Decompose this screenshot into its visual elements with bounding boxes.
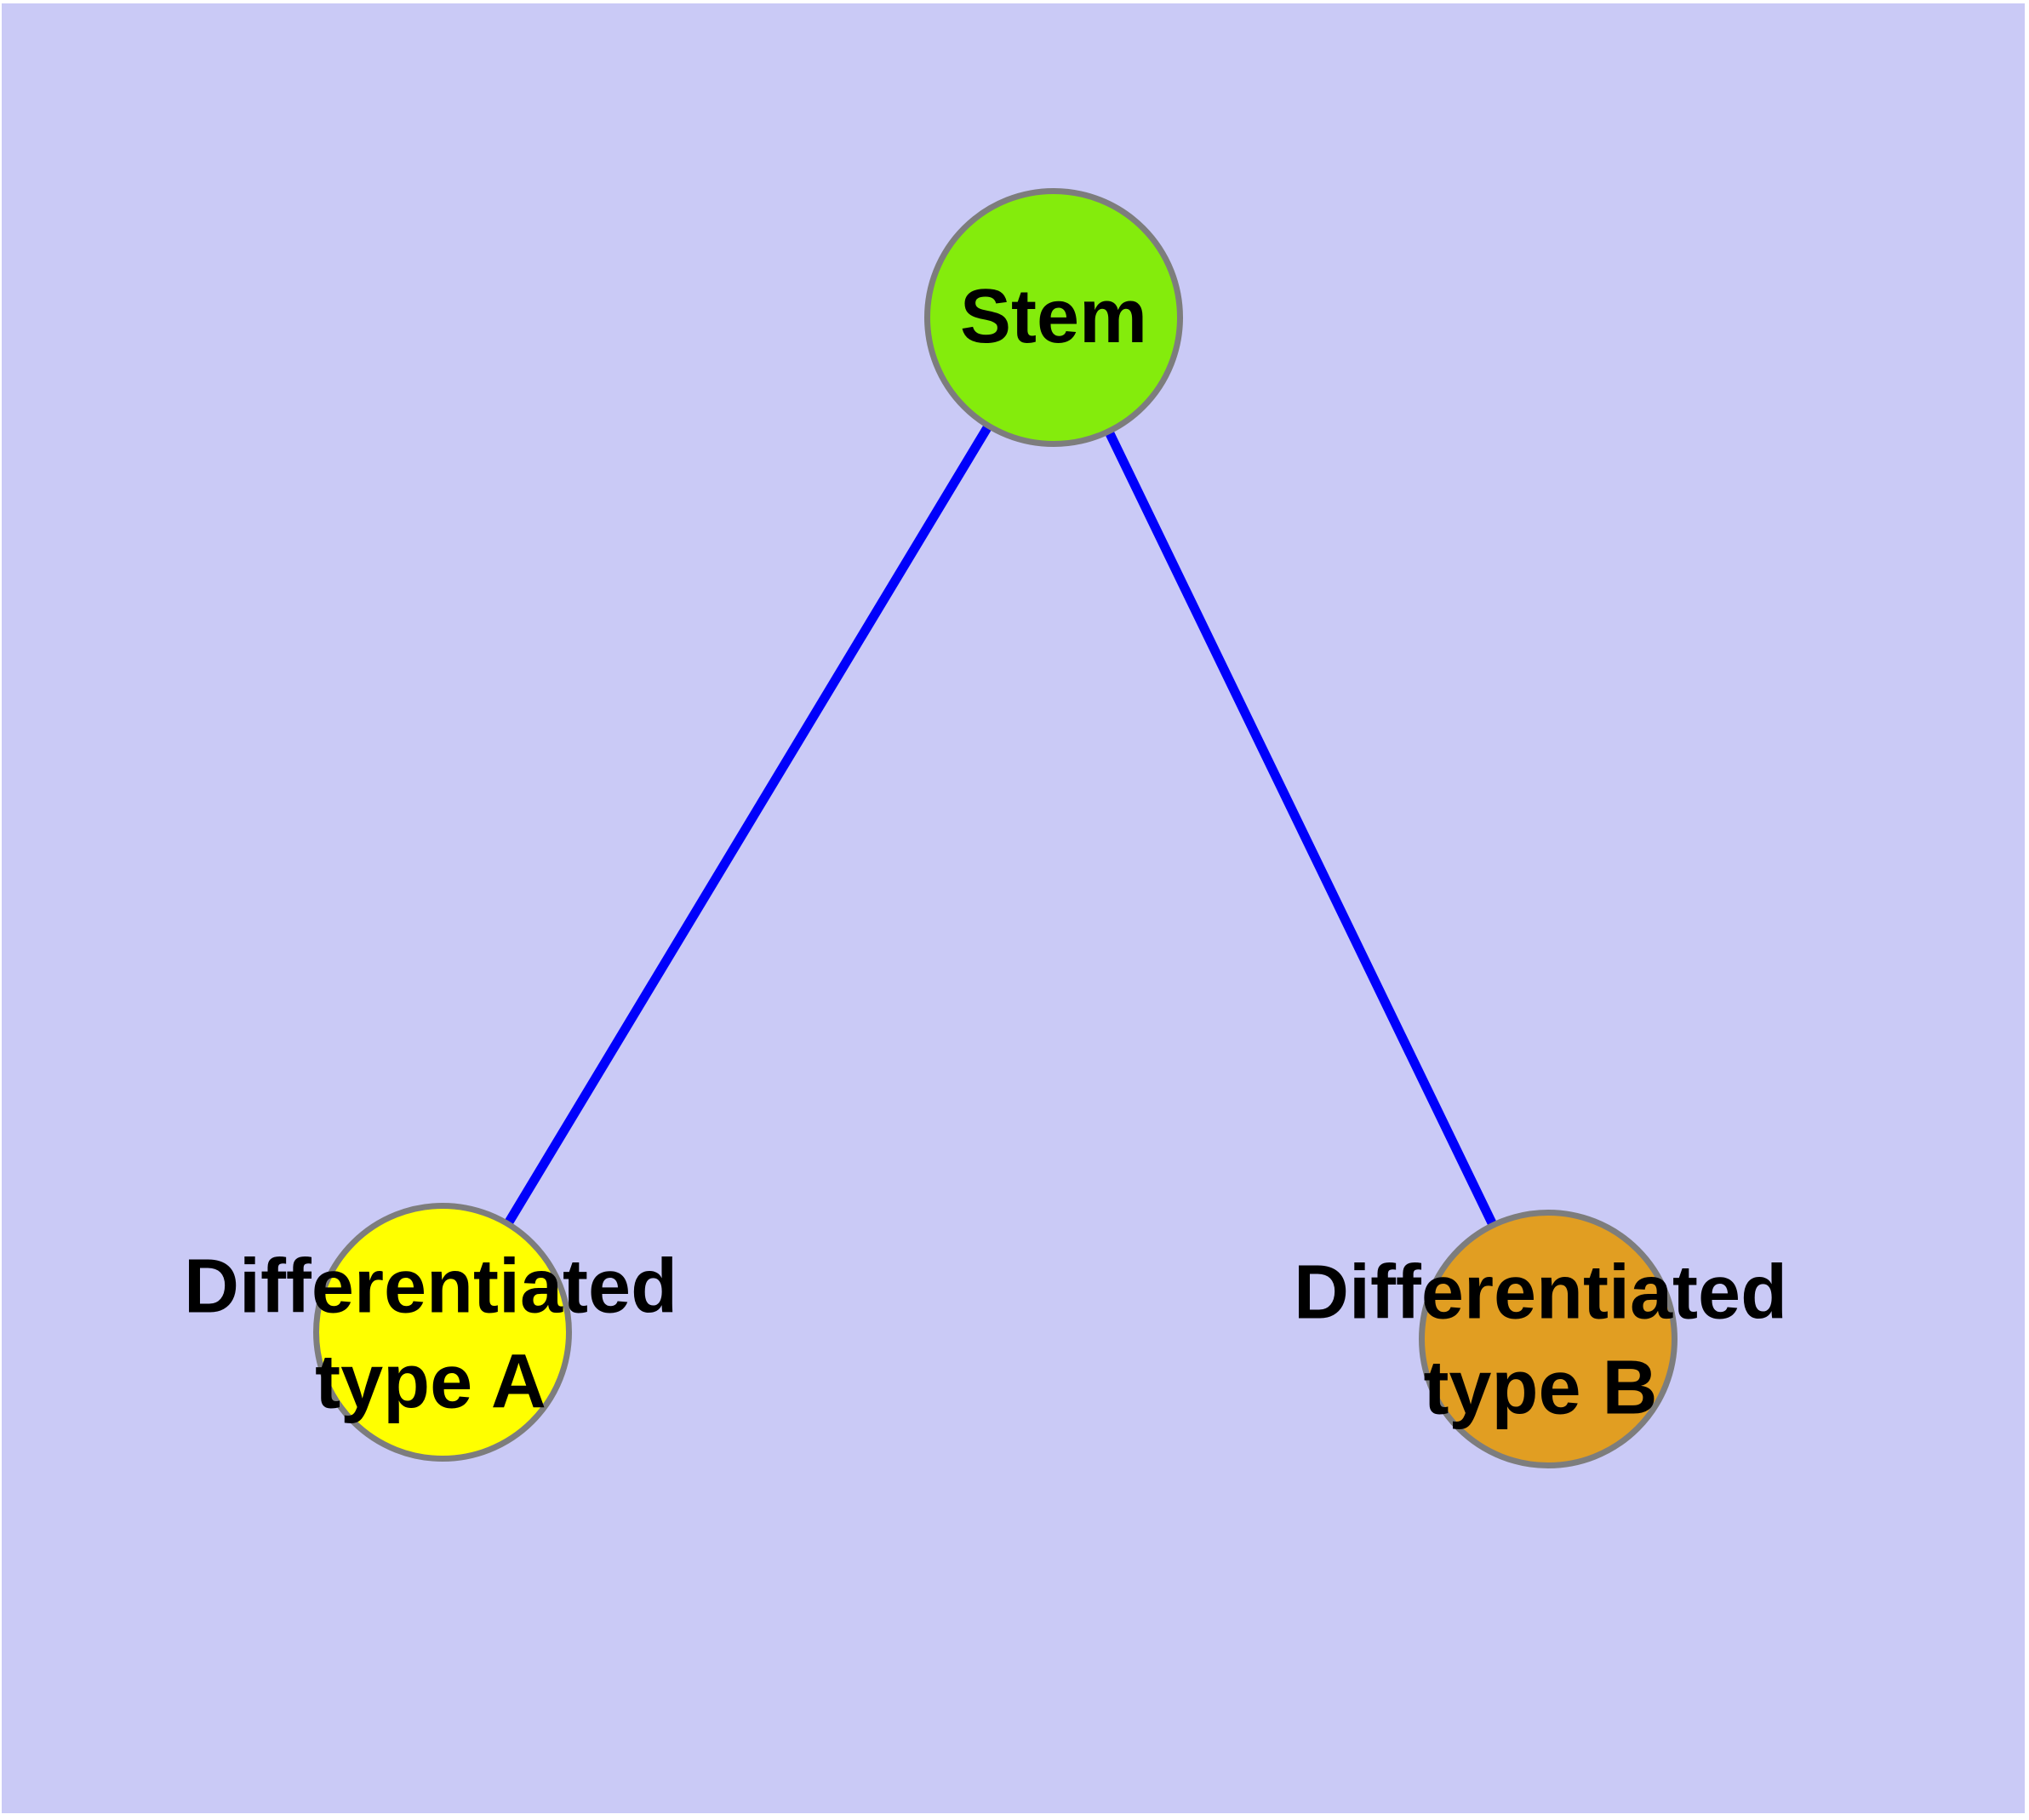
node-stem-circle bbox=[924, 188, 1183, 447]
node-type-a-circle bbox=[313, 1203, 572, 1462]
node-type-b-label-line-2: type B bbox=[1423, 1345, 1658, 1430]
node-type-b-label-line-1: Differentiated bbox=[1293, 1250, 1788, 1336]
node-type-a-label: Differentiated type A bbox=[184, 1239, 677, 1429]
node-stem-label-line: Stem bbox=[959, 274, 1148, 360]
node-type-b-label: Differentiated type B bbox=[1294, 1245, 1787, 1435]
node-type-a-label-line-2: type A bbox=[315, 1339, 546, 1424]
edge-stem-to-type-b bbox=[1049, 315, 1552, 1342]
edge-stem-to-type-a bbox=[438, 315, 1058, 1335]
node-type-a-label-line-1: Differentiated bbox=[183, 1244, 678, 1330]
node-type-b-circle bbox=[1419, 1210, 1677, 1468]
node-stem-label: Stem bbox=[960, 270, 1147, 365]
